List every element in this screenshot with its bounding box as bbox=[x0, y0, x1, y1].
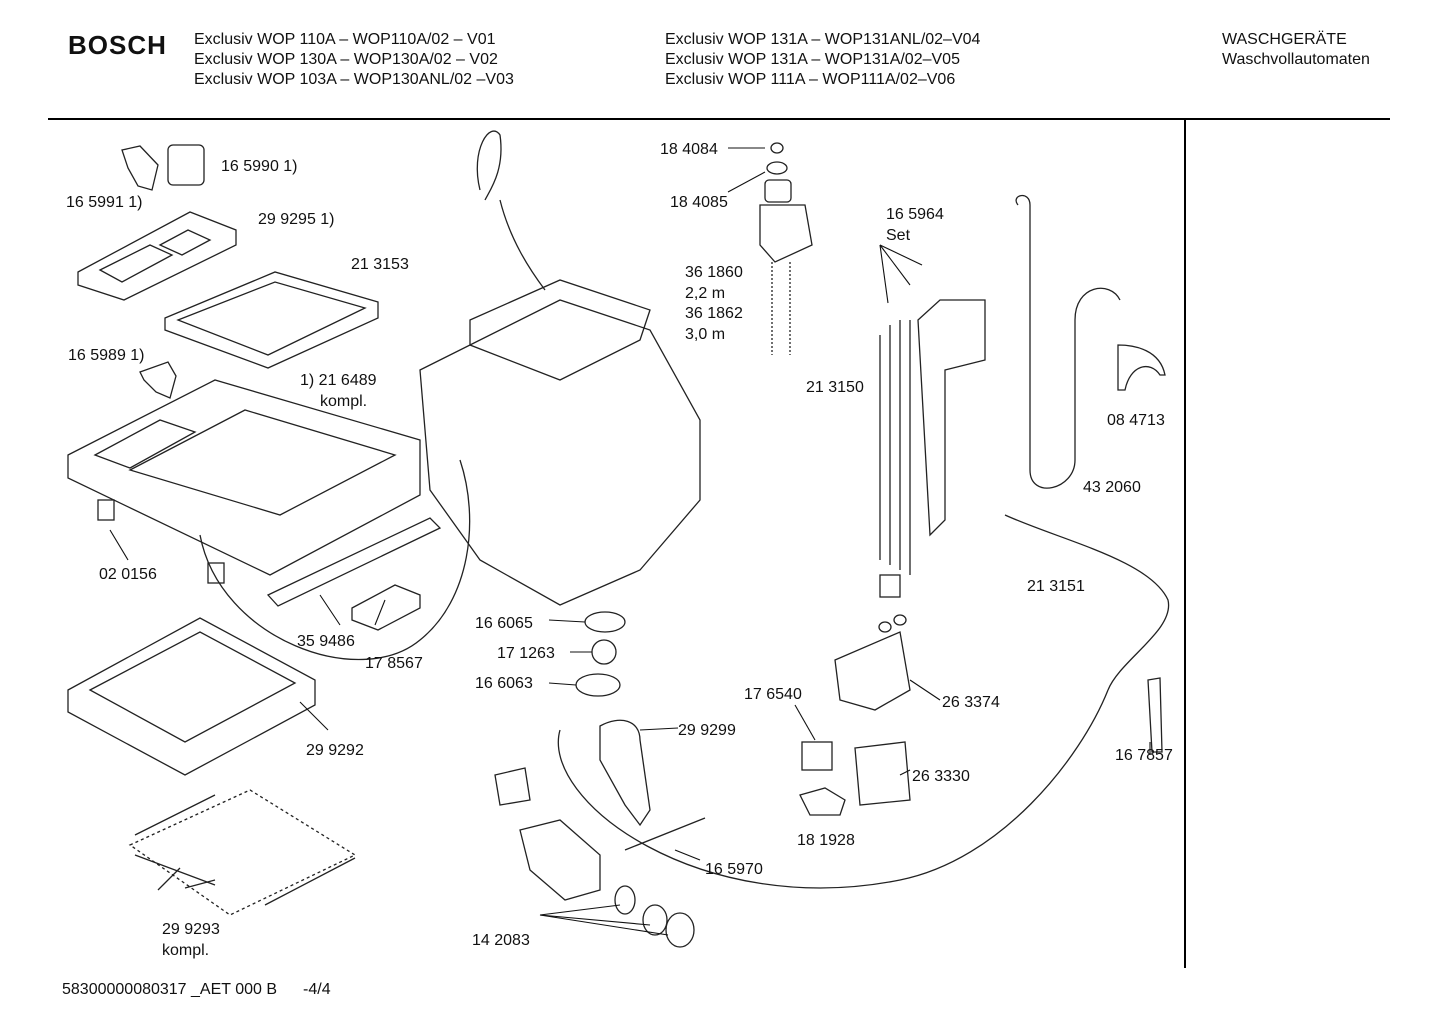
inlet-valve-block bbox=[759, 204, 813, 263]
model-line: Exclusiv WOP 103A – WOP130ANL/02 –V03 bbox=[194, 71, 514, 88]
part-label: 43 2060 bbox=[1083, 479, 1141, 496]
hose-nut-part bbox=[764, 179, 792, 203]
hose-part bbox=[1004, 514, 1170, 691]
model-list-right: Exclusiv WOP 131A – WOP131ANL/02–V04 Exc… bbox=[665, 30, 980, 90]
pump-cap-part bbox=[614, 885, 636, 915]
drawing bbox=[67, 130, 1170, 948]
part-label: 29 9293 bbox=[162, 921, 220, 938]
cover-bar-part bbox=[266, 517, 442, 607]
part-label: 29 9299 bbox=[678, 722, 736, 739]
clip-part bbox=[97, 499, 115, 521]
inlet-hose bbox=[771, 262, 791, 355]
part-label: 21 3153 bbox=[351, 256, 409, 273]
seal-part bbox=[584, 611, 626, 633]
drain-hose-bellow bbox=[599, 719, 651, 827]
part-label: 29 9292 bbox=[306, 742, 364, 759]
drawer-clip-part bbox=[121, 145, 159, 191]
part-label: kompl. bbox=[162, 942, 209, 959]
part-label: 17 6540 bbox=[744, 686, 802, 703]
ball-part bbox=[591, 639, 617, 665]
sensor-part bbox=[799, 787, 846, 816]
part-label: 36 1862 bbox=[685, 305, 743, 322]
tub-part bbox=[419, 299, 701, 606]
part-label: 08 4713 bbox=[1107, 412, 1165, 429]
footer: 58300000080317 _AET 000 B -4/4 bbox=[62, 981, 357, 999]
spring-set-part bbox=[128, 789, 357, 916]
part-label: 3,0 m bbox=[685, 326, 725, 343]
model-line: Exclusiv WOP 131A – WOP131ANL/02–V04 bbox=[665, 31, 981, 48]
magnet-valve-part bbox=[854, 741, 911, 806]
control-part bbox=[834, 631, 911, 711]
part-label: 16 5964 bbox=[886, 206, 944, 223]
nut-part bbox=[770, 142, 784, 154]
part-label: Set bbox=[886, 227, 911, 244]
model-line: Exclusiv WOP 111A – WOP111A/02–V06 bbox=[665, 71, 956, 88]
washer-part bbox=[766, 161, 788, 175]
document-number: 58300000080317 _AET 000 B bbox=[62, 981, 278, 998]
pump-bracket-part bbox=[494, 767, 531, 806]
part-label: 16 5970 bbox=[705, 861, 763, 878]
pipe-assembly-part bbox=[917, 299, 986, 537]
part-label: 2,2 m bbox=[685, 285, 725, 302]
part-label: 26 3330 bbox=[912, 768, 970, 785]
connector-part bbox=[801, 741, 833, 771]
page-number: -4/4 bbox=[303, 981, 331, 998]
top-cover-part bbox=[67, 379, 421, 576]
frame-part bbox=[67, 617, 316, 776]
model-line: Exclusiv WOP 130A – WOP130A/02 – V02 bbox=[194, 51, 498, 68]
clip-part bbox=[207, 562, 225, 584]
part-label: kompl. bbox=[320, 393, 367, 410]
part-label: 17 1263 bbox=[497, 645, 555, 662]
hose-bracket-part bbox=[1117, 344, 1166, 391]
drain-hose-part bbox=[1015, 194, 1121, 489]
part-label: 26 3374 bbox=[942, 694, 1000, 711]
part-labels: 16 5990 1) 16 5991 1) 29 9295 1) 21 3153… bbox=[66, 141, 1173, 959]
part-label: 36 1860 bbox=[685, 264, 743, 281]
pump-plug-part bbox=[665, 912, 695, 948]
brand-logo: BOSCH bbox=[68, 30, 167, 60]
model-list-left: Exclusiv WOP 110A – WOP110A/02 – V01 Exc… bbox=[194, 30, 514, 90]
leader-lines bbox=[109, 147, 1151, 936]
part-label: 35 9486 bbox=[297, 633, 355, 650]
category-title: WASCHGERÄTE bbox=[1222, 31, 1347, 48]
category-subtitle: Waschvollautomaten bbox=[1222, 51, 1370, 68]
part-label: 18 4085 bbox=[670, 194, 728, 211]
part-label: 02 0156 bbox=[99, 566, 157, 583]
pipe-ends bbox=[879, 574, 901, 598]
small-clip-part bbox=[139, 361, 177, 399]
part-label: 14 2083 bbox=[472, 932, 530, 949]
tray-part bbox=[164, 271, 379, 369]
part-label: 16 5991 1) bbox=[66, 194, 143, 211]
ring-part bbox=[575, 673, 621, 697]
model-line: Exclusiv WOP 131A – WOP131A/02–V05 bbox=[665, 51, 960, 68]
category-block: WASCHGERÄTE Waschvollautomaten bbox=[1222, 30, 1370, 70]
part-label: 18 1928 bbox=[797, 832, 855, 849]
model-line: Exclusiv WOP 110A – WOP110A/02 – V01 bbox=[194, 31, 496, 48]
part-label: 21 3150 bbox=[806, 379, 864, 396]
part-label: 16 7857 bbox=[1115, 747, 1173, 764]
part-label: 16 6065 bbox=[475, 615, 533, 632]
detergent-drawer bbox=[77, 211, 237, 301]
part-label: 16 6063 bbox=[475, 675, 533, 692]
part-label: 21 3151 bbox=[1027, 578, 1085, 595]
pump-part bbox=[519, 819, 601, 901]
drawer-cap-part bbox=[167, 144, 205, 186]
hose-clip-part bbox=[1147, 677, 1163, 753]
part-label: 29 9295 1) bbox=[258, 211, 335, 228]
hose-small-part bbox=[624, 817, 706, 851]
door-lock-part bbox=[351, 584, 421, 631]
pump-seal-part bbox=[642, 904, 668, 936]
cable-line bbox=[557, 689, 1109, 889]
part-label: 16 5990 1) bbox=[221, 158, 298, 175]
part-label: 16 5989 1) bbox=[68, 347, 145, 364]
tub-hose bbox=[476, 130, 502, 201]
part-label: 17 8567 bbox=[365, 655, 423, 672]
part-label: 1) 21 6489 bbox=[300, 372, 377, 389]
part-label: 18 4084 bbox=[660, 141, 718, 158]
